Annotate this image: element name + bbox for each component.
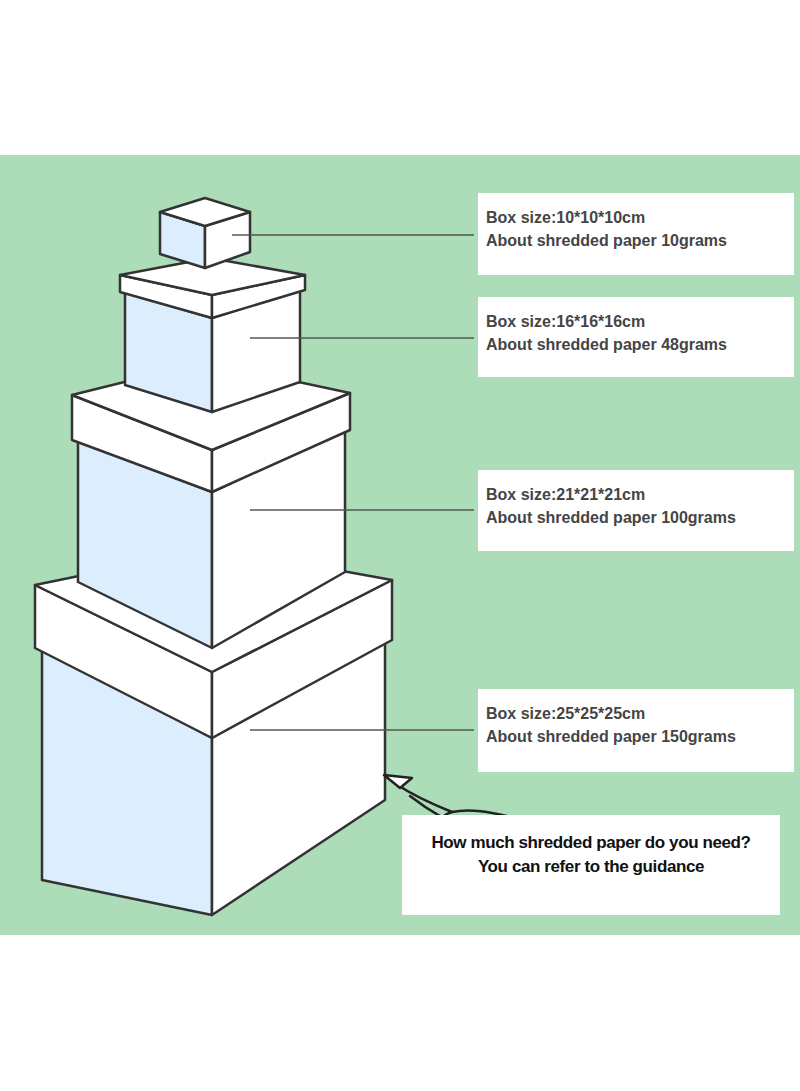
guidance-note: How much shredded paper do you need?You … [402,815,780,915]
leader-lines [232,235,474,730]
paper-amount-text: About shredded paper 100grams [486,506,786,529]
paper-amount-text: About shredded paper 10grams [486,229,786,252]
size-callout: Box size:21*21*21cmAbout shredded paper … [478,470,794,551]
box-size-text: Box size:21*21*21cm [486,483,786,506]
box-size-text: Box size:25*25*25cm [486,702,786,725]
size-callout: Box size:16*16*16cmAbout shredded paper … [478,297,794,377]
paper-amount-text: About shredded paper 48grams [486,333,786,356]
paper-amount-text: You can refer to the guidance [412,855,770,879]
size-callout: Box size:25*25*25cmAbout shredded paper … [478,689,794,772]
paper-amount-text: About shredded paper 150grams [486,725,786,748]
box-size-text: How much shredded paper do you need? [412,831,770,855]
green-band [0,155,800,935]
box-size-text: Box size:16*16*16cm [486,310,786,333]
size-callout: Box size:10*10*10cmAbout shredded paper … [478,193,794,275]
box-size-text: Box size:10*10*10cm [486,206,786,229]
